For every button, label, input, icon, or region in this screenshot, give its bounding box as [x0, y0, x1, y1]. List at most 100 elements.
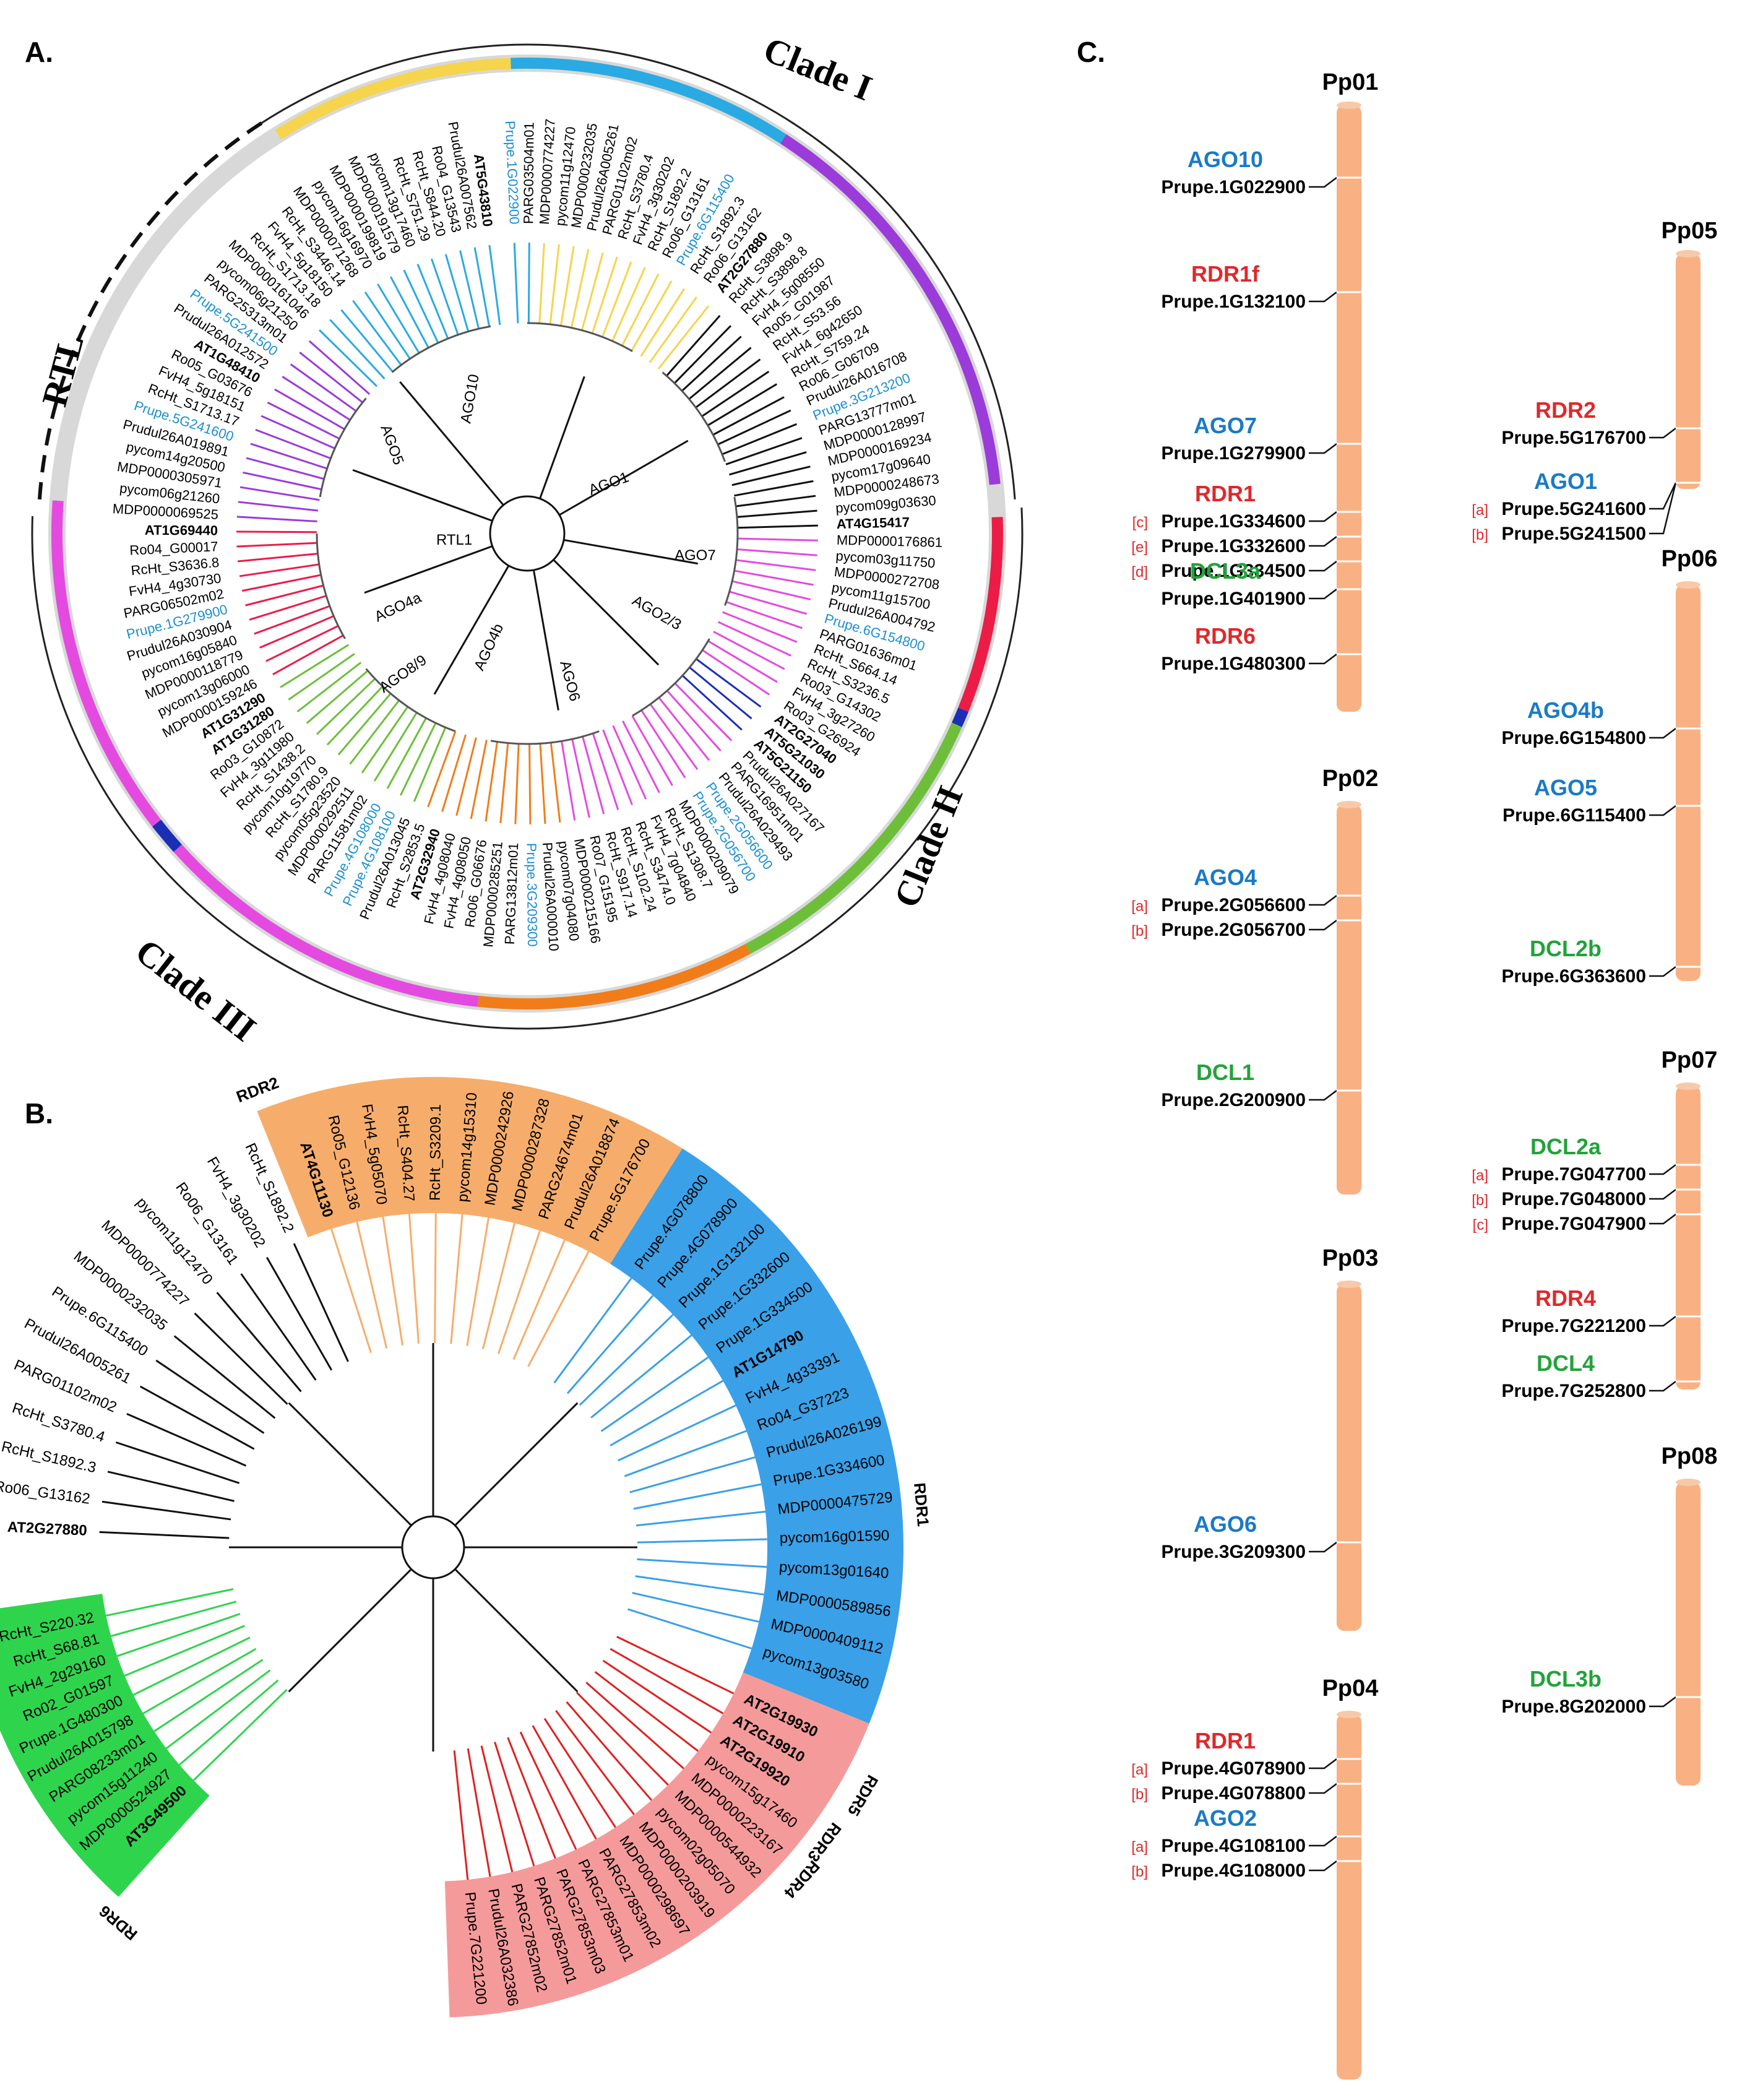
sector-rdr345: [444, 1672, 869, 2018]
tree-a-branch: [361, 706, 409, 774]
tree-a-branch: [657, 305, 710, 370]
tree-b-branch: [594, 1670, 699, 1752]
tree-a-branch: [340, 309, 394, 373]
gene-connector: [1309, 292, 1337, 303]
tree-b-branch: [132, 1636, 251, 1696]
gene-connector: [1309, 654, 1337, 665]
panel-b-letter: B.: [25, 1097, 53, 1130]
tree-b-branch: [116, 1613, 241, 1657]
tree-b-inner-branch: [454, 1568, 579, 1693]
gene-id: Prupe.1G401900: [1162, 589, 1306, 609]
gene-family-label: RDR1: [1195, 481, 1256, 506]
chromosome-bar: [1676, 254, 1700, 489]
tree-a-branch: [349, 699, 400, 765]
gene-connector: [1309, 177, 1337, 188]
tree-a-node-arc: [391, 325, 491, 373]
tree-a-branch: [236, 542, 317, 548]
gene-connector: [1649, 728, 1676, 739]
gene-id: Prupe.1G332600: [1162, 536, 1306, 556]
tree-a-branch: [272, 634, 344, 675]
chromosome-label: Pp03: [1322, 1245, 1379, 1271]
gene-id: Prupe.6G115400: [1502, 805, 1646, 826]
tree-a-branch: [539, 743, 546, 824]
rdr-arrow-label: RDR2: [234, 1073, 282, 1106]
tree-a-branch: [736, 559, 816, 571]
gene-tag: [e]: [1131, 539, 1148, 556]
chromosome-label: Pp02: [1322, 766, 1379, 792]
tree-b-leaf: RcHt_S3209.1: [427, 1104, 444, 1201]
gene-id: Prupe.1G480300: [1162, 654, 1306, 674]
tree-b-leaf: MDP0000774227: [98, 1217, 192, 1310]
tree-a-inner-branch: [553, 559, 660, 666]
tree-a-branch: [713, 631, 785, 670]
gene-id: Prupe.1G022900: [1162, 177, 1306, 197]
gene-id: Prupe.6G154800: [1502, 728, 1646, 748]
tree-b-branch: [466, 1217, 490, 1346]
tree-b-branch: [480, 1745, 514, 1873]
tree-a-node-arc: [527, 322, 633, 352]
tree-a-branch: [729, 590, 808, 615]
gene-connector: [1649, 1696, 1676, 1708]
tree-a-inner-branch: [559, 439, 689, 516]
tree-a-branch: [611, 267, 646, 342]
tree-a-branch: [485, 741, 498, 822]
chromosome-label: Pp08: [1662, 1443, 1718, 1469]
tree-b-branch: [624, 1430, 747, 1477]
tree-a-branch: [430, 258, 459, 335]
tree-b-root: [401, 1515, 465, 1579]
tree-a-branch: [329, 319, 386, 380]
subclade-ago1-label: AGO1: [587, 469, 631, 498]
tree-a-node-arc: [724, 496, 739, 606]
tree-b-branch: [610, 1648, 724, 1714]
gene-connector: [1649, 482, 1677, 535]
tree-b-branch: [576, 1692, 669, 1786]
tree-a-branch: [707, 383, 778, 426]
tree-a-branch: [736, 548, 817, 556]
tree-a-branch: [259, 615, 334, 649]
tree-a-branch: [250, 443, 328, 470]
tree-a-node-arc: [316, 533, 346, 639]
gene-connector: [1309, 1090, 1337, 1101]
gene-tag: [c]: [1473, 1217, 1488, 1234]
tree-a-leaf: PARG13812m01: [502, 842, 522, 945]
tree-b-branch: [173, 1335, 276, 1419]
gene-id: Prupe.7G047900: [1502, 1214, 1646, 1234]
gene-family-label: AGO5: [1534, 775, 1597, 800]
gene-tag: [b]: [1131, 923, 1148, 940]
tree-a-leaf: MDP0000176861: [837, 532, 943, 550]
tree-b-branch: [293, 1243, 349, 1362]
tree-a-branch: [319, 329, 378, 387]
gene-connector: [1649, 1164, 1676, 1175]
chromosome-bar: [1676, 1086, 1700, 1389]
tree-b-branch: [629, 1456, 756, 1493]
gene-tag: [d]: [1131, 564, 1148, 581]
tree-b-branch: [519, 1731, 577, 1850]
gene-id: Prupe.3G209300: [1162, 1542, 1306, 1562]
tree-a-branch: [592, 733, 619, 810]
gene-id: Prupe.5G241600: [1502, 499, 1646, 519]
tree-a-branch: [427, 731, 457, 808]
tree-b-branch: [106, 1588, 234, 1617]
bracket-clade-3: [31, 516, 745, 1030]
chromosome-pp07: Pp07DCL2aPrupe.7G047700[a]Prupe.7G048000…: [1472, 1047, 1717, 1401]
gene-id: Prupe.6G363600: [1502, 966, 1646, 987]
gene-connector: [1649, 1381, 1676, 1392]
tree-a-branch: [695, 358, 761, 408]
subclade-ago4a-label: AGO4a: [372, 589, 425, 626]
subclade-rtl1-label: RTL1: [436, 532, 472, 548]
gene-family-label: RDR1f: [1191, 261, 1260, 287]
tree-a-branch: [499, 743, 509, 824]
tree-b-branch: [216, 1292, 302, 1393]
tree-a-branch: [712, 396, 785, 436]
gene-connector: [1309, 561, 1337, 572]
tree-a-branch: [736, 509, 817, 518]
tree-a-branch: [488, 244, 501, 326]
gene-family-label: RDR1: [1195, 1728, 1256, 1753]
gene-tag: [b]: [1131, 1786, 1148, 1803]
subclade-ago89-label: AGO8/9: [376, 652, 430, 696]
tree-a-branch: [649, 296, 697, 363]
tree-b-branch: [155, 1359, 265, 1434]
